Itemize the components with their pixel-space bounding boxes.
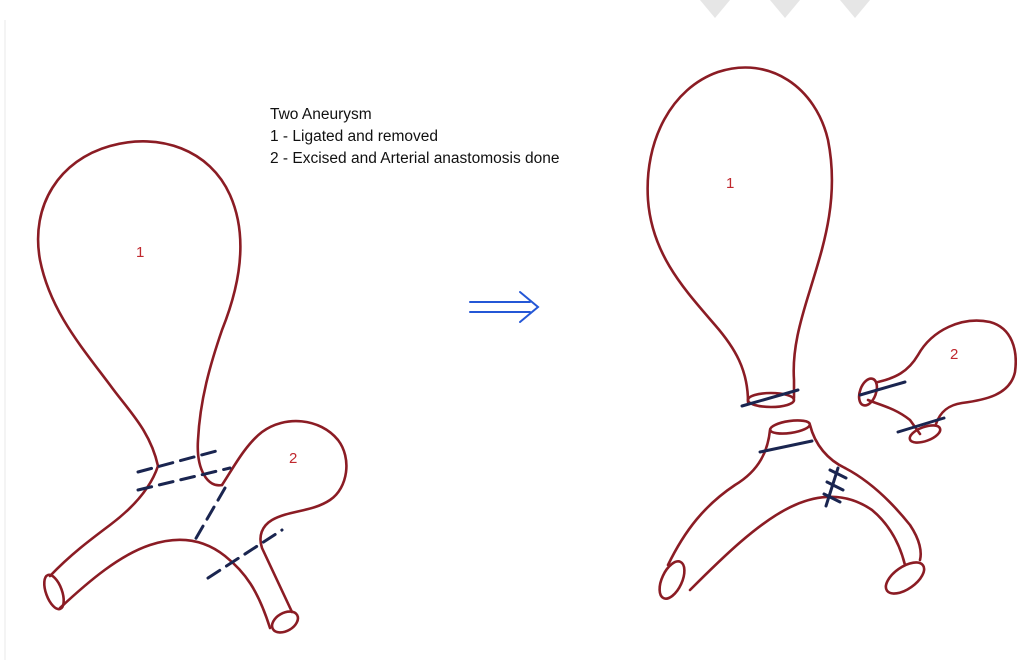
before-suture-line [138, 450, 220, 472]
before-left-opening [40, 572, 67, 611]
before-right-opening [268, 607, 301, 637]
before-aneurysm-2-sac [222, 421, 346, 612]
after-anastomosis-suture [827, 482, 843, 490]
after-aneurysm-2-sac [878, 321, 1016, 424]
before-suture-line [195, 488, 225, 540]
after-aneurysm-2-label: 2 [950, 346, 958, 363]
after-artery-top-opening [769, 418, 810, 435]
before-vessel-lower-wall [60, 540, 270, 628]
caption-line-2: 2 - Excised and Arterial anastomosis don… [270, 148, 560, 170]
before-aneurysm-1-label: 1 [136, 244, 144, 261]
before-vessel-upper-wall [50, 466, 158, 576]
after-suture-lines [742, 382, 944, 506]
double-arrow-right-icon [470, 292, 538, 322]
after-left-opening [654, 558, 689, 603]
after-excision-suture [860, 382, 905, 395]
before-aneurysm-2-label: 2 [289, 450, 297, 467]
after-artery-right-branch-wall [845, 468, 921, 560]
before-aneurysm-1-sac [38, 141, 240, 485]
before-suture-lines [138, 450, 282, 578]
after-artery-lower-wall [690, 497, 905, 590]
before-suture-line [208, 530, 282, 578]
corner-watermark [700, 0, 870, 18]
after-diagram [648, 67, 1016, 602]
after-artery-left-wall [668, 430, 770, 565]
caption-line-1: 1 - Ligated and removed [270, 126, 560, 148]
after-artery-right-wall [810, 425, 845, 468]
after-aneurysm-1-sac [648, 67, 832, 402]
caption: Two Aneurysm 1 - Ligated and removed 2 -… [270, 104, 560, 170]
before-diagram [38, 141, 346, 636]
after-aneurysm-1-stump [748, 393, 794, 407]
caption-title: Two Aneurysm [270, 104, 560, 126]
after-aneurysm-1-label: 1 [726, 175, 734, 192]
